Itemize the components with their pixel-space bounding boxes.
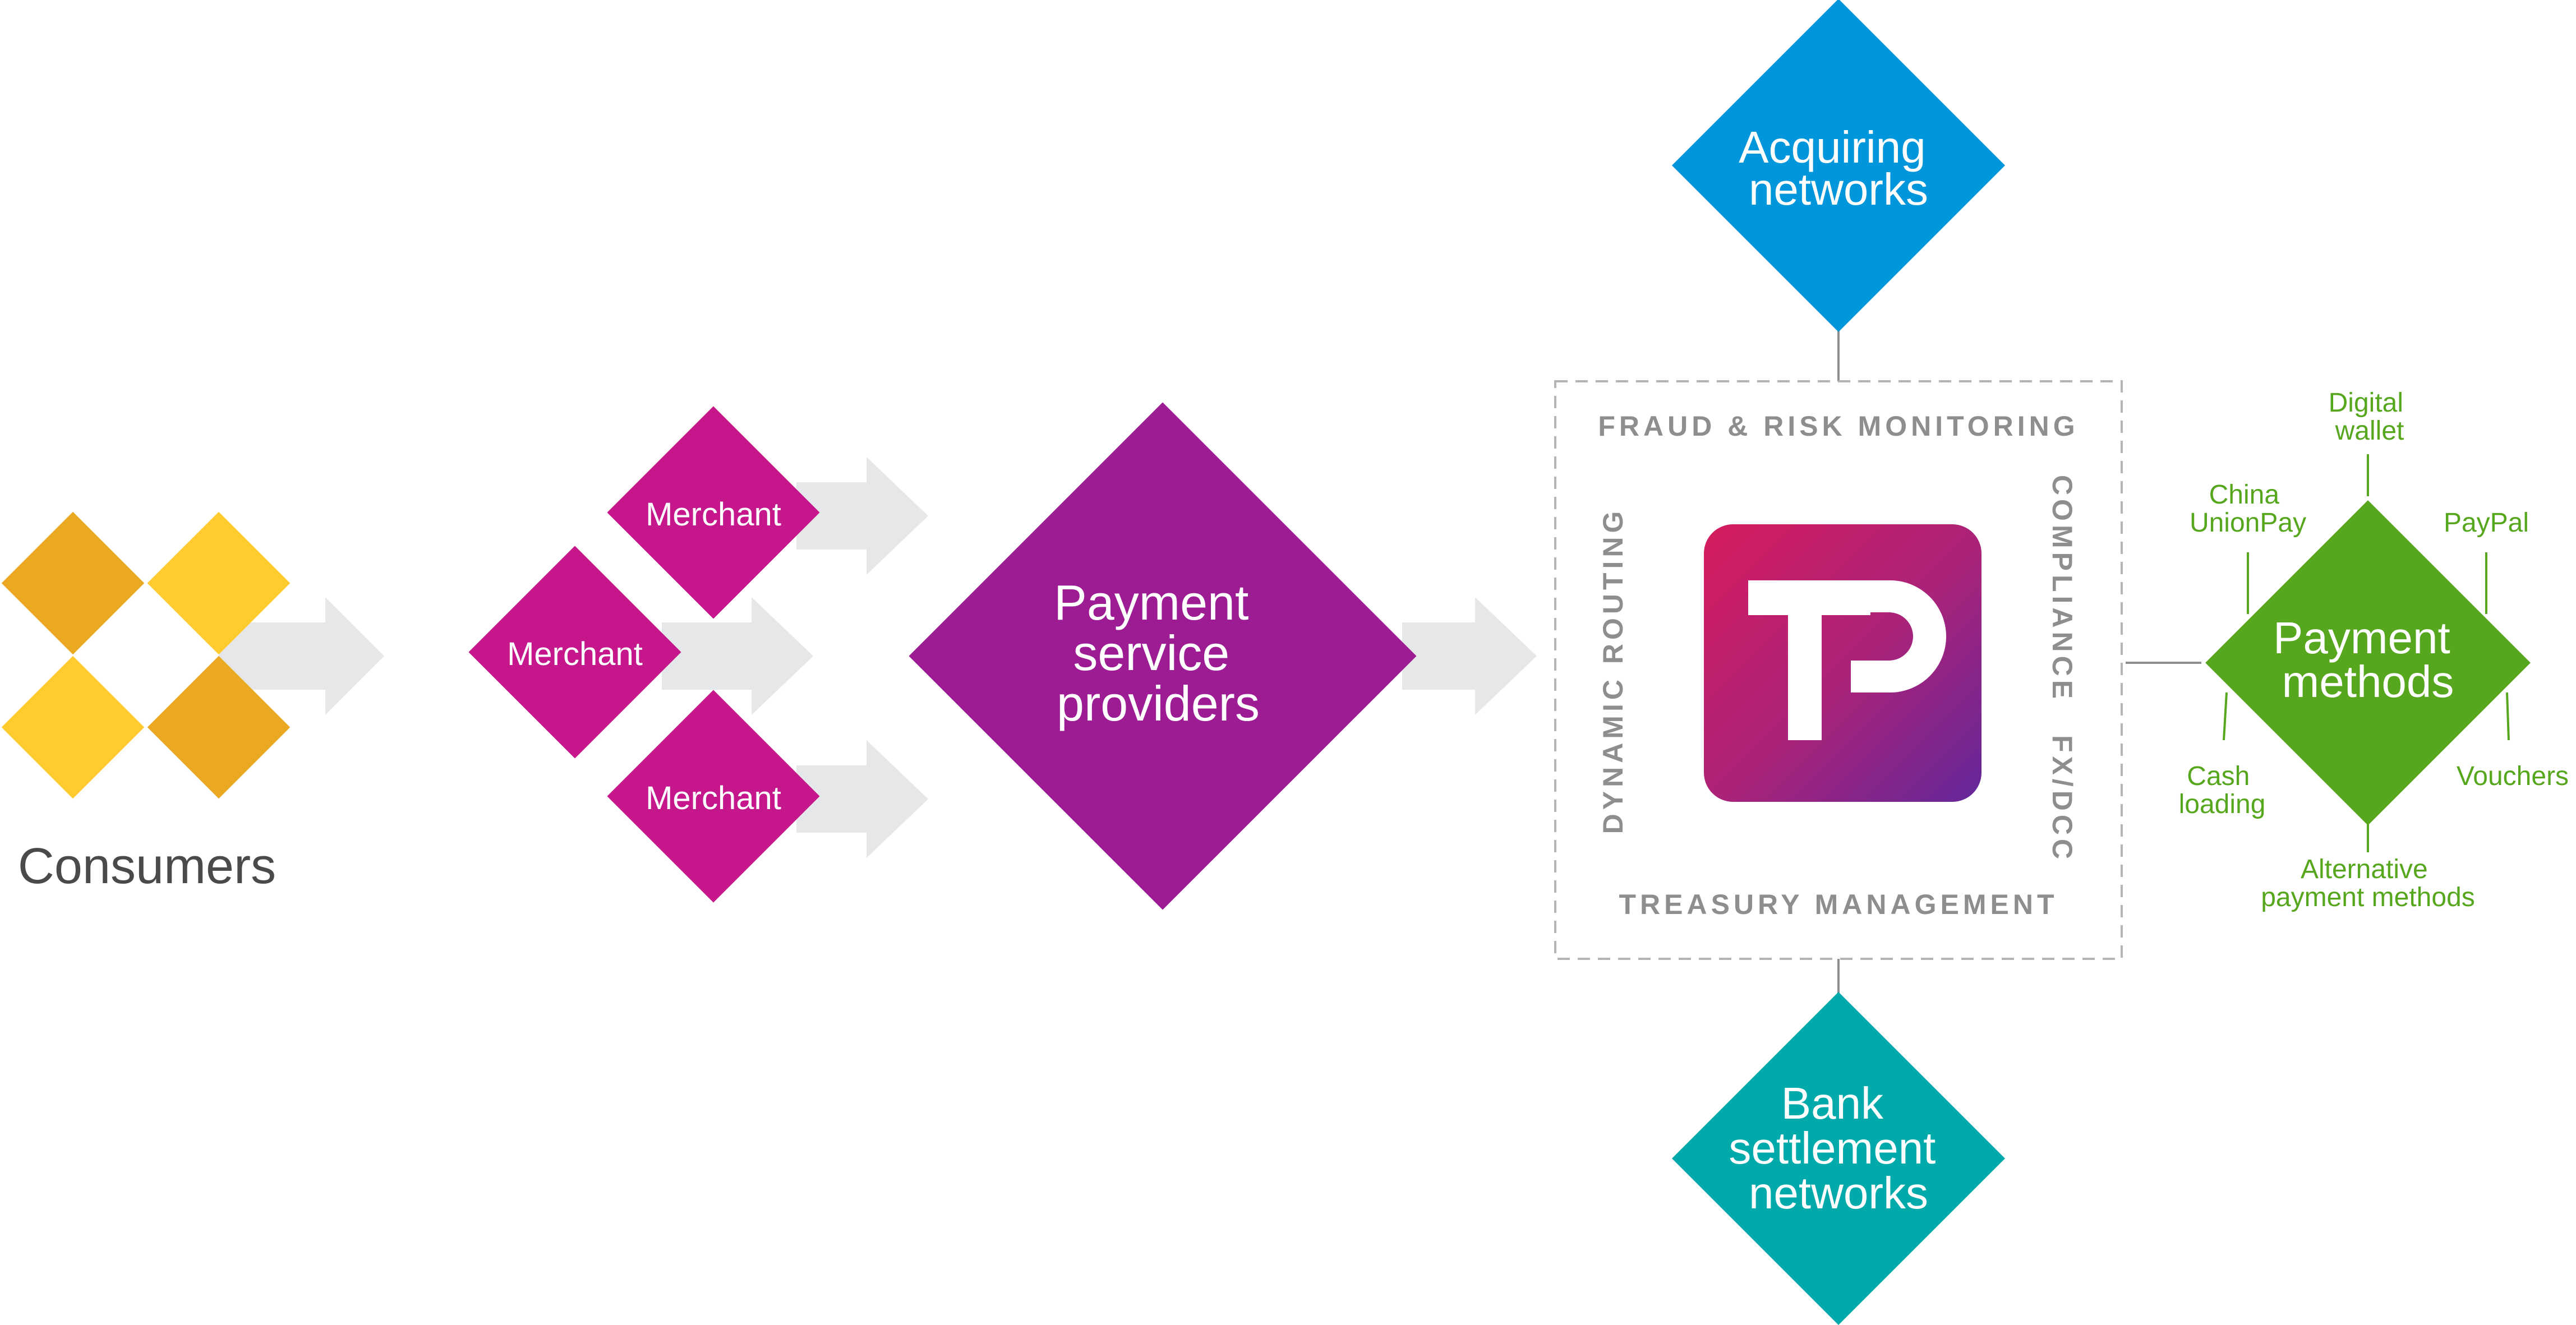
platform-label-fraud-risk: FRAUD & RISK MONITORING	[1598, 410, 2079, 442]
pm-china-unionpay: China UnionPay	[2190, 480, 2306, 538]
merchants-group: Merchant Merchant Merchant	[468, 406, 820, 903]
merchant-label-bottom: Merchant	[646, 780, 781, 816]
pm-digital-wallet-line-2: wallet	[2335, 416, 2404, 446]
platform-box: FRAUD & RISK MONITORING TREASURY MANAGEM…	[1554, 380, 2123, 960]
payment-methods-spokes	[2223, 454, 2510, 852]
bank-label-line-1: Bank	[1781, 1078, 1884, 1128]
platform-label-dynamic-routing: DYNAMIC ROUTING	[1597, 507, 1629, 834]
payment-methods-label-line-1: Payment	[2273, 613, 2450, 663]
bank-label: Bank settlement networks	[1729, 1078, 1948, 1218]
consumers-label: Consumers	[18, 838, 276, 894]
merchant-label-top: Merchant	[646, 496, 781, 533]
arrow-merchant-bottom	[796, 740, 928, 858]
pm-digital-wallet: Digital wallet	[2329, 388, 2411, 446]
consumer-diamond-bottom-left	[1, 655, 145, 799]
bank-label-line-3: networks	[1749, 1168, 1928, 1218]
payment-methods-label: Payment methods	[2273, 613, 2463, 707]
psp-label: Payment service providers	[1054, 575, 1262, 731]
psp-label-line-1: Payment	[1054, 575, 1248, 630]
merchant-node-top: Merchant	[607, 406, 820, 619]
pm-china-unionpay-line-1: China	[2209, 480, 2280, 510]
logo-tp-glyph	[1748, 580, 1946, 740]
merchant-label-middle: Merchant	[507, 636, 643, 672]
merchant-node-middle: Merchant	[468, 546, 681, 759]
pm-digital-wallet-line-1: Digital	[2329, 388, 2403, 418]
psp-node: Payment service providers	[909, 402, 1417, 910]
bank-node: Bank settlement networks	[1672, 992, 2005, 1325]
arrow-merchant-middle	[662, 597, 813, 715]
pm-cash-loading: Cash loading	[2179, 761, 2266, 819]
arrow-merchant-top	[796, 457, 928, 575]
flow-arrows	[219, 457, 1537, 858]
merchant-node-bottom: Merchant	[607, 690, 820, 903]
platform-label-treasury: TREASURY MANAGEMENT	[1619, 889, 2058, 920]
consumer-diamond-top-left	[1, 511, 145, 655]
acquiring-label-line-2: networks	[1749, 164, 1928, 214]
payment-methods-group: Payment methods Digital wallet China Uni…	[2179, 388, 2569, 912]
bank-label-line-2: settlement	[1729, 1123, 1936, 1173]
pm-cash-loading-line-1: Cash	[2187, 761, 2250, 791]
logo-background	[1704, 524, 1981, 802]
pm-vouchers: Vouchers	[2457, 761, 2569, 791]
psp-label-line-2: service	[1073, 625, 1229, 681]
arrow-consumers-to-merchants	[219, 597, 384, 715]
consumers-group: Consumers	[1, 511, 291, 894]
pm-alternative-line-1: Alternative	[2301, 855, 2428, 884]
platform-dashed-border	[1554, 380, 2123, 960]
pm-cash-loading-line-2: loading	[2179, 790, 2266, 819]
pm-china-unionpay-line-2: UnionPay	[2190, 508, 2306, 538]
payment-method-labels: Digital wallet China UnionPay PayPal Cas…	[2179, 388, 2569, 912]
pm-alternative-line-2: payment methods	[2261, 883, 2475, 912]
platform-logo: TP	[1704, 524, 1981, 802]
arrow-psp-to-platform	[1402, 597, 1537, 715]
acquiring-node: Acquiring networks	[1672, 0, 2005, 332]
psp-label-line-3: providers	[1057, 676, 1260, 731]
pm-alternative: Alternative payment methods	[2261, 855, 2475, 912]
platform-label-fx-dcc: FX/DCC	[2047, 735, 2078, 863]
connector-lines	[1837, 331, 2201, 995]
acquiring-label: Acquiring networks	[1739, 122, 1938, 214]
acquiring-label-line-1: Acquiring	[1739, 122, 1926, 172]
payment-methods-label-line-2: methods	[2282, 657, 2454, 707]
pm-paypal: PayPal	[2444, 508, 2529, 538]
platform-label-compliance: COMPLIANCE	[2047, 475, 2078, 703]
